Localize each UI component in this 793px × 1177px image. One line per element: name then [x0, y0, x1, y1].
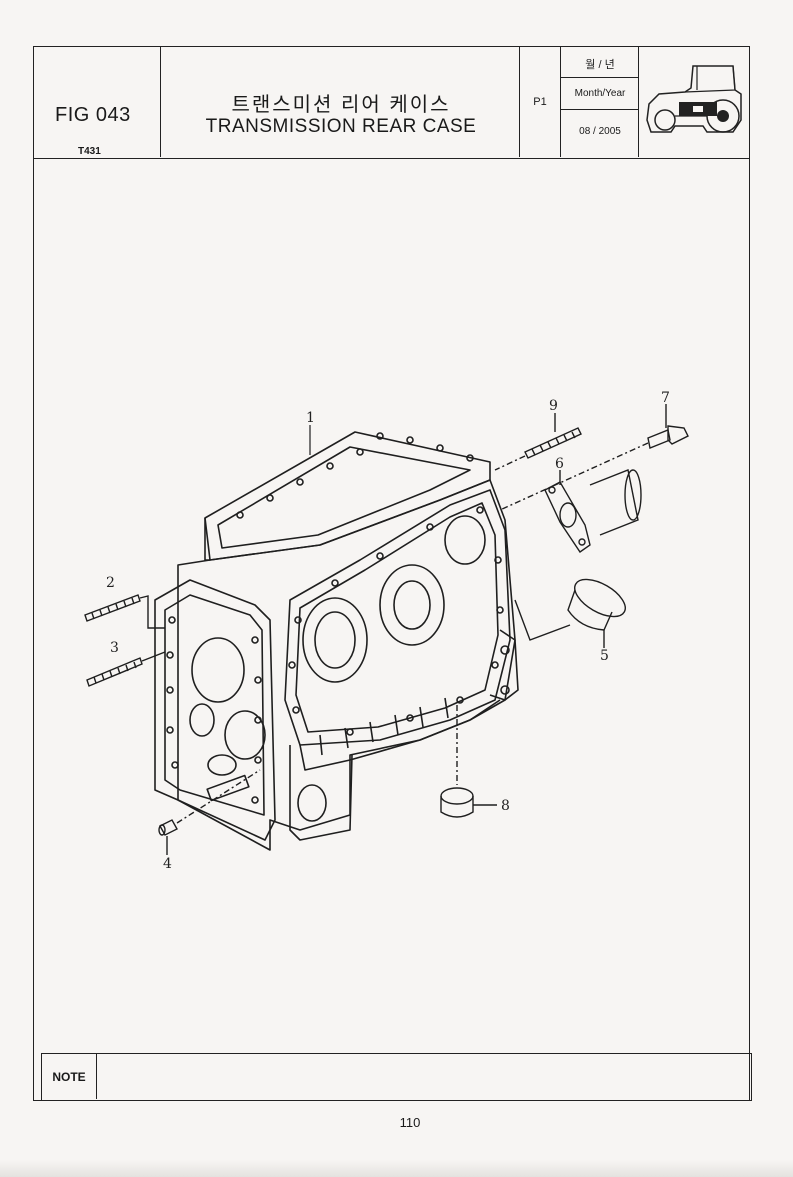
callout-1: 1: [306, 410, 315, 426]
date-cell: [561, 46, 639, 157]
callout-4: 4: [163, 856, 172, 872]
drain-plug: [440, 705, 497, 818]
gasket-plate: [544, 470, 591, 553]
callout-6: 6: [555, 456, 564, 472]
month-year-label: Month/Year: [574, 88, 626, 99]
fig-cell: FIG 043 T431: [33, 46, 161, 157]
page-code-cell: [520, 46, 561, 157]
note-label: NOTE: [42, 1054, 97, 1099]
title-korean: 트랜스미션 리어 케이스: [231, 94, 451, 116]
seal-cap: [514, 578, 626, 648]
callout-7: 7: [661, 390, 670, 406]
date-value: 08 / 2005: [579, 126, 621, 137]
page-number: 110: [399, 1115, 421, 1130]
hex-bolt: [499, 404, 689, 511]
title-cell: [161, 46, 520, 157]
stud-bolts: [84, 594, 166, 687]
cover-tube: [589, 469, 642, 536]
note-row: NOTE: [41, 1053, 752, 1101]
page-code: P1: [533, 96, 547, 108]
fig-number: FIG 043: [55, 104, 131, 126]
date-divider-2: [561, 109, 639, 110]
tractor-icon: [646, 65, 742, 133]
callout-2: 2: [106, 575, 115, 591]
model-code: T431: [78, 146, 101, 157]
callout-5: 5: [600, 648, 609, 664]
month-year-korean: 월 / 년: [585, 59, 615, 71]
callout-9: 9: [549, 398, 558, 414]
upper-stud: [494, 413, 582, 471]
title-block: FIG 043 T431 트랜스미션 리어 케이스 TRANSMISSION R…: [33, 46, 750, 159]
callout-8: 8: [501, 798, 510, 814]
scan-edge: [0, 1160, 793, 1177]
transmission-case: [154, 431, 519, 851]
title-english: TRANSMISSION REAR CASE: [205, 116, 477, 137]
callout-3: 3: [110, 640, 119, 656]
dowel-pin: [158, 769, 261, 855]
date-divider-1: [561, 77, 639, 78]
